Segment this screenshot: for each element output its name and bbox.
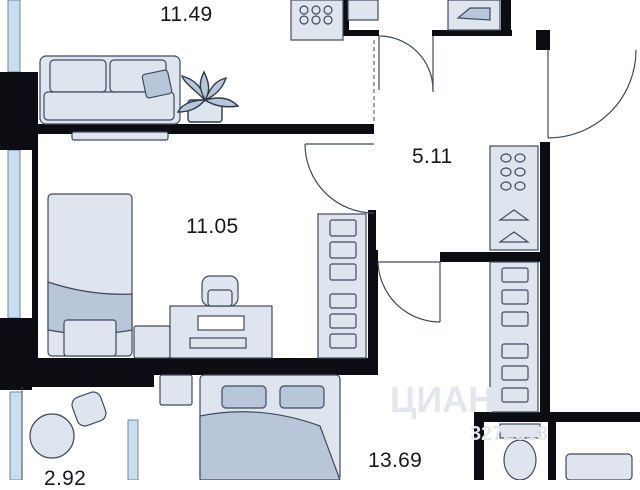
area-label-living-room: 11.49 — [160, 3, 213, 26]
floor-plan: ЦИАН 3272618 — [0, 0, 640, 480]
doors — [304, 35, 637, 323]
kitchen-unit — [447, 0, 501, 31]
area-label-balcony: 2.92 — [44, 467, 87, 490]
watermark-brand: ЦИАН — [390, 379, 494, 420]
furniture — [29, 0, 633, 480]
wall-bedroom-bottom — [32, 358, 378, 375]
watermark-id: 3272618 — [470, 423, 548, 445]
door-bedroom — [304, 143, 375, 214]
plant-icon — [176, 70, 240, 123]
bed — [47, 193, 133, 357]
closet-shelves — [489, 261, 539, 413]
window-top — [7, 0, 21, 73]
window-balcony-right — [127, 419, 139, 480]
chair — [201, 275, 239, 307]
desk — [169, 305, 273, 359]
window-middle — [7, 149, 21, 319]
wall-left-inner-1 — [32, 72, 38, 150]
wall-bath-top — [474, 412, 640, 422]
wall-closet-top — [440, 252, 540, 262]
window-balcony — [9, 391, 23, 480]
door-kitchen — [378, 35, 434, 91]
wall-top-stub-3 — [432, 30, 512, 36]
wall-bedroom-right-2 — [368, 250, 378, 375]
door-entrance — [547, 49, 637, 139]
wall-left-mid — [0, 318, 32, 390]
wall-left-inner-2 — [32, 140, 38, 360]
stove — [290, 0, 344, 41]
wall-top-stub-5 — [536, 30, 550, 50]
kitchen-sink — [347, 0, 379, 21]
bathtub — [565, 453, 633, 480]
tv-stand — [71, 131, 169, 141]
wall-top-stub-4 — [501, 0, 511, 36]
walls — [0, 0, 640, 480]
balcony-furniture — [29, 391, 107, 459]
thin-lines — [21, 40, 375, 480]
wall-bedroom-right-1 — [368, 210, 376, 258]
wall-balcony-top — [32, 375, 154, 387]
wall-bath-mid — [548, 412, 556, 480]
door-bedroom-2 — [377, 261, 441, 323]
wall-bath-left — [474, 412, 484, 480]
area-label-hall: 5.11 — [412, 145, 453, 168]
area-label-bedroom: 11.05 — [186, 215, 239, 238]
nightstand-2 — [159, 374, 193, 406]
watermark: ЦИАН 3272618 — [390, 379, 548, 445]
toilet — [499, 423, 541, 480]
wall-top-stub-2 — [343, 30, 379, 36]
hall-cabinet — [489, 145, 539, 251]
wall-living-bedroom — [32, 124, 374, 134]
wall-left-top — [0, 72, 32, 150]
sofa — [39, 55, 181, 125]
wall-hall-right — [540, 142, 550, 412]
area-label-bedroom-2: 13.69 — [368, 449, 423, 472]
wardrobe-bedroom — [317, 213, 367, 359]
bed-2 — [199, 374, 341, 480]
wall-top-stub-1 — [343, 0, 349, 32]
nightstand — [133, 325, 171, 359]
